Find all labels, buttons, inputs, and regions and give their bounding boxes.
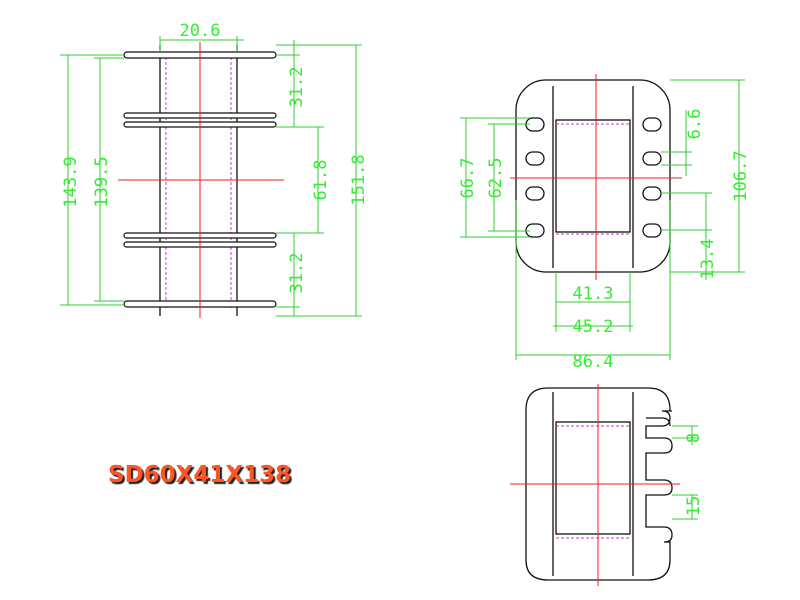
tab-edge bbox=[646, 417, 671, 427]
dim-width-top: 20.6 bbox=[180, 21, 221, 41]
dim-width-middle: 45.2 bbox=[573, 317, 614, 337]
slot-right-4 bbox=[642, 223, 662, 238]
dim-side-height-total: 106.7 bbox=[731, 150, 751, 201]
slot-right-1 bbox=[642, 117, 662, 132]
slot-left-2 bbox=[525, 151, 545, 166]
dim-height-outer: 143.9 bbox=[61, 156, 81, 207]
side-window bbox=[555, 119, 631, 233]
bottom-window bbox=[555, 421, 631, 535]
dim-section-middle: 61.8 bbox=[311, 160, 331, 201]
dim-side-height-outer: 66.7 bbox=[458, 158, 478, 199]
dim-tab-gap: 8 bbox=[684, 433, 704, 443]
dim-side-height-inner: 62.5 bbox=[486, 158, 506, 199]
dim-height-inner: 139.5 bbox=[92, 156, 112, 207]
side-view: 66.7 62.5 106.7 6.6 13.4 41.3 45.2 86.4 bbox=[458, 74, 751, 372]
dim-section-top: 31.2 bbox=[287, 67, 307, 108]
dim-section-bottom: 31.2 bbox=[287, 253, 307, 294]
slot-left-3 bbox=[525, 186, 545, 201]
dim-tab-width: 15 bbox=[684, 496, 704, 516]
front-view: 20.6 143.9 139.5 151.8 31.2 61.8 31.2 bbox=[60, 21, 369, 318]
dim-slot-pitch: 6.6 bbox=[685, 109, 705, 140]
part-number-label: SD60X41X138 bbox=[108, 462, 292, 488]
slot-right-3 bbox=[642, 186, 662, 201]
dim-width-inner: 41.3 bbox=[573, 284, 614, 304]
slot-right-2 bbox=[642, 151, 662, 166]
dim-width-total: 86.4 bbox=[573, 352, 614, 372]
bottom-outline bbox=[525, 387, 673, 581]
dim-slot-offset: 13.4 bbox=[698, 239, 718, 280]
bottom-view: 8 15 bbox=[510, 384, 704, 586]
dim-height-total: 151.8 bbox=[349, 154, 369, 205]
side-outline bbox=[515, 79, 671, 273]
